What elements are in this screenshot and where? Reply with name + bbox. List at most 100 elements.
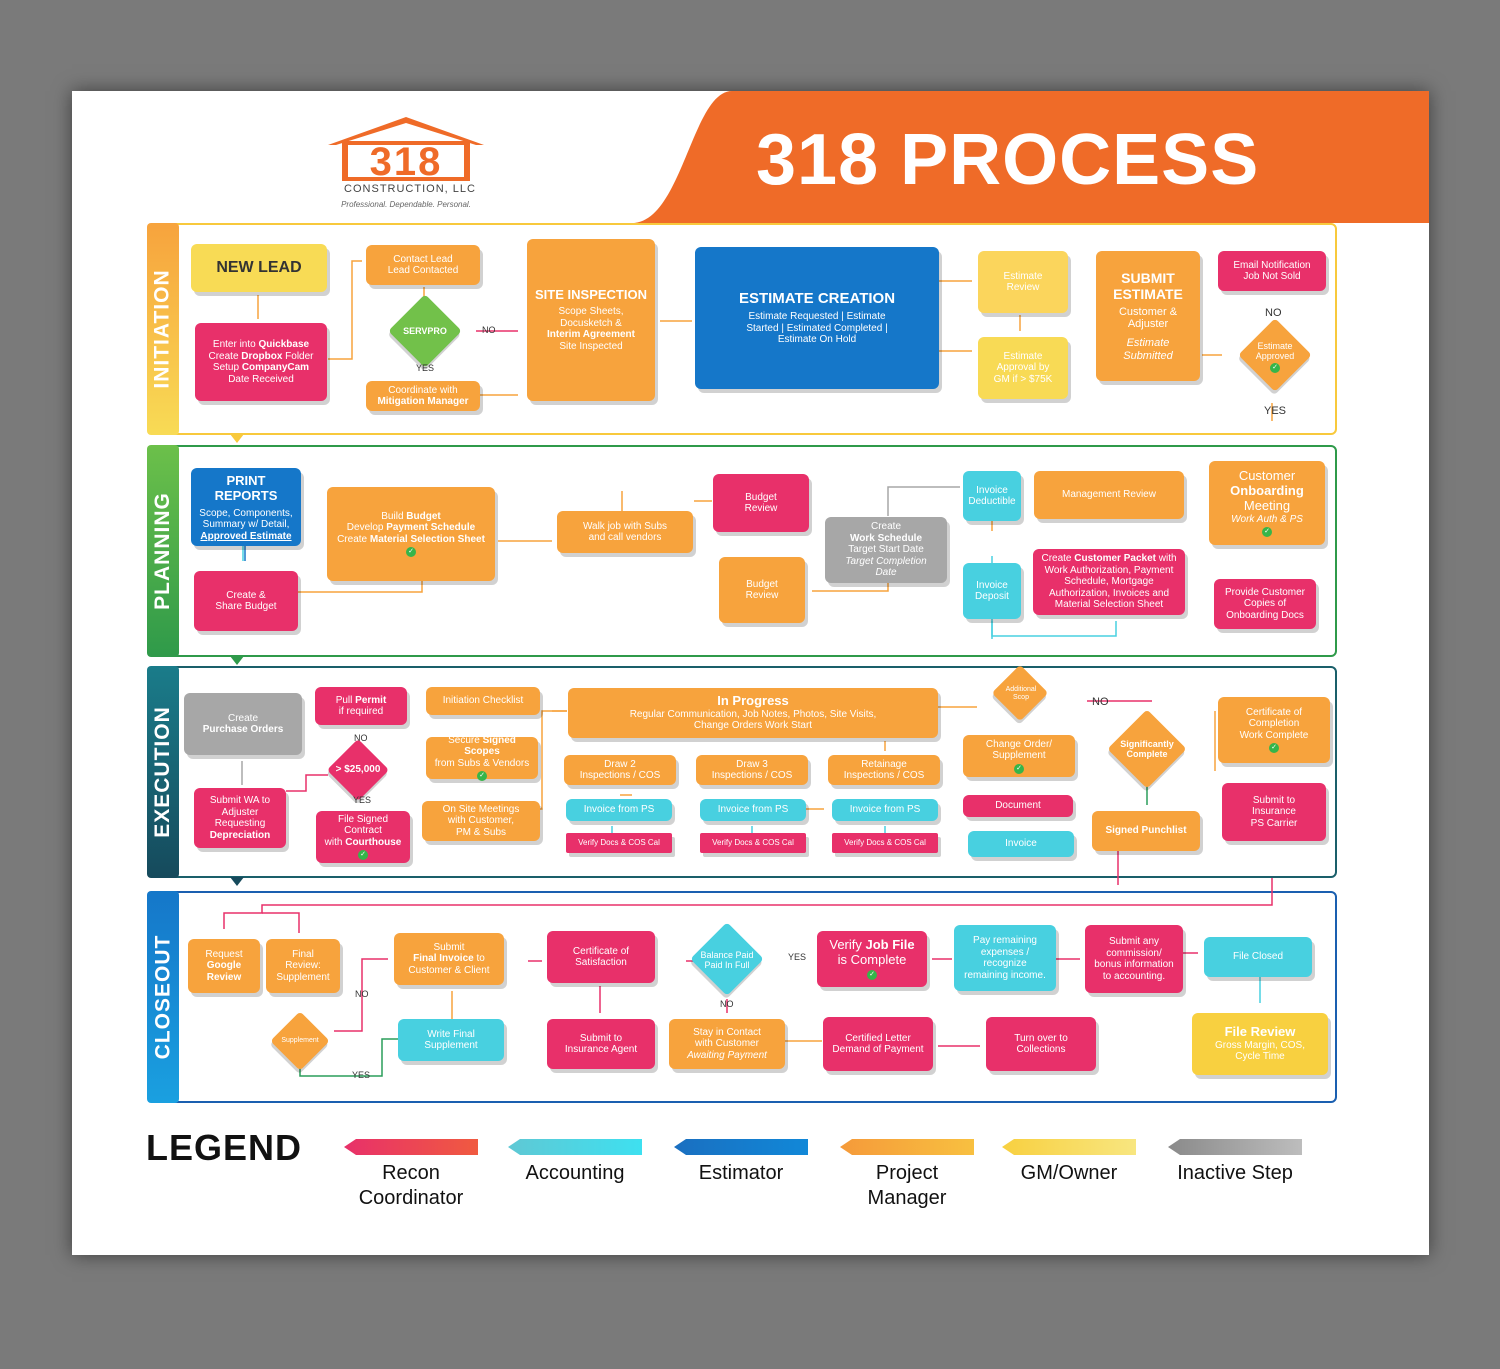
- submit-insurance-carrier-box[interactable]: Submit to Insurance PS Carrier: [1222, 783, 1326, 841]
- verify-docs-1[interactable]: Verify Docs & COS Cal: [566, 833, 672, 853]
- estimate-approval-box[interactable]: Estimate Approval by GM if > $75K: [978, 337, 1068, 399]
- new-lead-box[interactable]: NEW LEAD: [191, 244, 327, 292]
- submit-estimate-box[interactable]: SUBMIT ESTIMATE Customer & Adjuster Esti…: [1096, 251, 1200, 381]
- turn-over-collections-box[interactable]: Turn over to Collections: [986, 1017, 1096, 1071]
- secure-signed-scopes-box[interactable]: Secure Signed Scopes from Subs & Vendors…: [426, 735, 538, 782]
- significantly-complete-label: Significantly Complete: [1108, 737, 1186, 761]
- retainage-box[interactable]: Retainage Inspections / COS: [828, 755, 940, 785]
- permit-l1: Pull: [335, 694, 356, 706]
- submit-commission-box[interactable]: Submit any commission/ bonus information…: [1085, 925, 1183, 993]
- site-inspection-box[interactable]: SITE INSPECTION Scope Sheets, Docusketch…: [527, 239, 655, 401]
- balance-l1: Balance Paid: [700, 949, 754, 960]
- file-review-box[interactable]: File Review Gross Margin, COS, Cycle Tim…: [1192, 1013, 1328, 1075]
- certified-l1: Certified Letter: [845, 1032, 911, 1044]
- write-final-supplement-box[interactable]: Write Final Supplement: [398, 1019, 504, 1061]
- verify-docs-3[interactable]: Verify Docs & COS Cal: [832, 833, 938, 853]
- check-icon: ✓: [867, 969, 877, 980]
- create-purchase-orders-box[interactable]: Create Purchase Orders: [184, 693, 302, 755]
- submit-final-invoice-box[interactable]: Submit Final Invoice to Customer & Clien…: [394, 933, 504, 985]
- invoice-from-ps-2[interactable]: Invoice from PS: [700, 799, 806, 821]
- packet-l1: Create: [1041, 553, 1075, 565]
- provide-l3: Onboarding Docs: [1226, 609, 1304, 621]
- estimate-review-l2: Review: [1006, 282, 1040, 293]
- permit-no: NO: [354, 733, 368, 743]
- invoice-deductible-box[interactable]: Invoice Deductible: [963, 471, 1021, 521]
- onsite-meetings-box[interactable]: On Site Meetings with Customer, PM & Sub…: [422, 801, 540, 841]
- budget-review-top-box[interactable]: Budget Review: [713, 474, 809, 532]
- print-l2: Summary w/ Detail,: [202, 519, 290, 531]
- email-l2: Job Not Sold: [1243, 271, 1301, 282]
- invoice-deposit-box[interactable]: Invoice Deposit: [963, 563, 1021, 619]
- permit-l2: if required: [338, 706, 384, 717]
- coordinate-mitigation-box[interactable]: Coordinate with Mitigation Manager: [366, 381, 480, 411]
- verify-job-file-box[interactable]: Verify Job File is Complete ✓: [817, 931, 927, 987]
- verify-docs-2[interactable]: Verify Docs & COS Cal: [700, 833, 806, 853]
- retainage-l2: Inspections / COS: [843, 770, 925, 781]
- initiation-checklist-box[interactable]: Initiation Checklist: [426, 687, 540, 715]
- legend-label: GM/Owner: [992, 1161, 1146, 1186]
- walk-job-box[interactable]: Walk job with Subs and call vendors: [557, 511, 693, 553]
- estimate-creation-box[interactable]: ESTIMATE CREATION Estimate Requested | E…: [695, 247, 939, 389]
- pay-remaining-box[interactable]: Pay remaining expenses / recognize remai…: [954, 925, 1056, 991]
- pull-permit-box[interactable]: Pull Permit if required: [315, 687, 407, 725]
- submit-final-l3: Customer & Client: [408, 964, 490, 976]
- invoice-box[interactable]: Invoice: [968, 831, 1074, 857]
- change-order-box[interactable]: Change Order/ Supplement ✓: [963, 735, 1075, 777]
- invoice-deductible-l2: Deductible: [968, 496, 1016, 507]
- site-l2: Docusketch &: [560, 317, 622, 329]
- submit-wa-box[interactable]: Submit WA to Adjuster Requesting Depreci…: [194, 788, 286, 848]
- legend-text: Inactive Step: [1177, 1162, 1293, 1184]
- check-icon: ✓: [1014, 763, 1024, 774]
- onboarding-l2: Onboarding: [1230, 482, 1304, 498]
- budget-review-bottom-box[interactable]: Budget Review: [719, 557, 805, 623]
- final-review-supplement-box[interactable]: Final Review: Supplement: [266, 939, 340, 993]
- certified-letter-box[interactable]: Certified Letter Demand of Payment: [823, 1017, 933, 1071]
- draw-3-box[interactable]: Draw 3 Inspections / COS: [696, 755, 808, 785]
- submit-title1: SUBMIT: [1121, 269, 1175, 286]
- retainage-l1: Retainage: [861, 758, 907, 770]
- enter-quickbase-box[interactable]: Enter into Quickbase Create Dropbox Fold…: [195, 323, 327, 401]
- additional-l1: Additional: [1005, 685, 1037, 693]
- provide-customer-copies-box[interactable]: Provide Customer Copies of Onboarding Do…: [1214, 579, 1316, 629]
- check-icon: ✓: [406, 547, 416, 558]
- work-schedule-box[interactable]: Create Work Schedule Target Start Date T…: [825, 517, 947, 583]
- file-signed-contract-box[interactable]: File Signed Contract with Courthouse ✓: [316, 811, 410, 863]
- company-logo: 318 CONSTRUCTION, LLC Professional. Depe…: [326, 113, 486, 213]
- invoice-from-ps-1[interactable]: Invoice from PS: [566, 799, 672, 821]
- signed-punchlist-box[interactable]: Signed Punchlist: [1092, 811, 1200, 851]
- stay-in-contact-box[interactable]: Stay in Contact with Customer Awaiting P…: [669, 1019, 785, 1069]
- enter-l1: Enter into: [212, 339, 259, 350]
- document-box[interactable]: Document: [963, 795, 1073, 817]
- create-share-budget-box[interactable]: Create & Share Budget: [194, 571, 298, 631]
- walk-l2: and call vendors: [588, 532, 662, 543]
- build-budget-box[interactable]: Build Budget Develop Payment Schedule Cr…: [327, 487, 495, 581]
- pay-l4: remaining income.: [964, 969, 1046, 981]
- certificate-satisfaction-box[interactable]: Certificate of Satisfaction: [547, 931, 655, 983]
- site-l4: Site Inspected: [559, 340, 623, 352]
- additional-l2: Scop: [1013, 694, 1029, 701]
- draw-2-box[interactable]: Draw 2 Inspections / COS: [564, 755, 676, 785]
- estimate-review-box[interactable]: Estimate Review: [978, 251, 1068, 313]
- contact-lead-box[interactable]: Contact Lead Lead Contacted: [366, 245, 480, 285]
- certificate-completion-box[interactable]: Certificate of Completion Work Complete …: [1218, 697, 1330, 763]
- management-review-box[interactable]: Management Review: [1034, 471, 1184, 519]
- file-closed-label: File Closed: [1232, 951, 1284, 963]
- file-closed-box[interactable]: File Closed: [1204, 937, 1312, 977]
- invoice-from-ps-3[interactable]: Invoice from PS: [832, 799, 938, 821]
- supplement-label: Supplement: [281, 1036, 319, 1044]
- dropbox-text: Dropbox: [241, 350, 283, 362]
- customer-onboarding-box[interactable]: Customer Onboarding Meeting Work Auth & …: [1209, 461, 1325, 545]
- request-google-review-box[interactable]: Request Google Review: [188, 939, 260, 993]
- verify-job-l2: is Complete: [837, 952, 907, 967]
- onboarding-l4: Work Auth & PS: [1231, 513, 1303, 525]
- in-progress-box[interactable]: In Progress Regular Communication, Job N…: [568, 688, 938, 738]
- submit-insurance-agent-box[interactable]: Submit to Insurance Agent: [547, 1019, 655, 1069]
- submit-final-l2: Final Invoice: [413, 953, 474, 965]
- customer-packet-box[interactable]: Create Customer Packet with Work Authori…: [1033, 549, 1185, 615]
- print-reports-box[interactable]: PRINT REPORTS Scope, Components, Summary…: [191, 468, 301, 546]
- in-progress-l1: Regular Communication, Job Notes, Photos…: [629, 708, 877, 720]
- stay-l1: Stay in Contact: [693, 1026, 761, 1038]
- email-notification-box[interactable]: Email Notification Job Not Sold: [1218, 251, 1326, 291]
- stay-l3: Awaiting Payment: [687, 1049, 767, 1061]
